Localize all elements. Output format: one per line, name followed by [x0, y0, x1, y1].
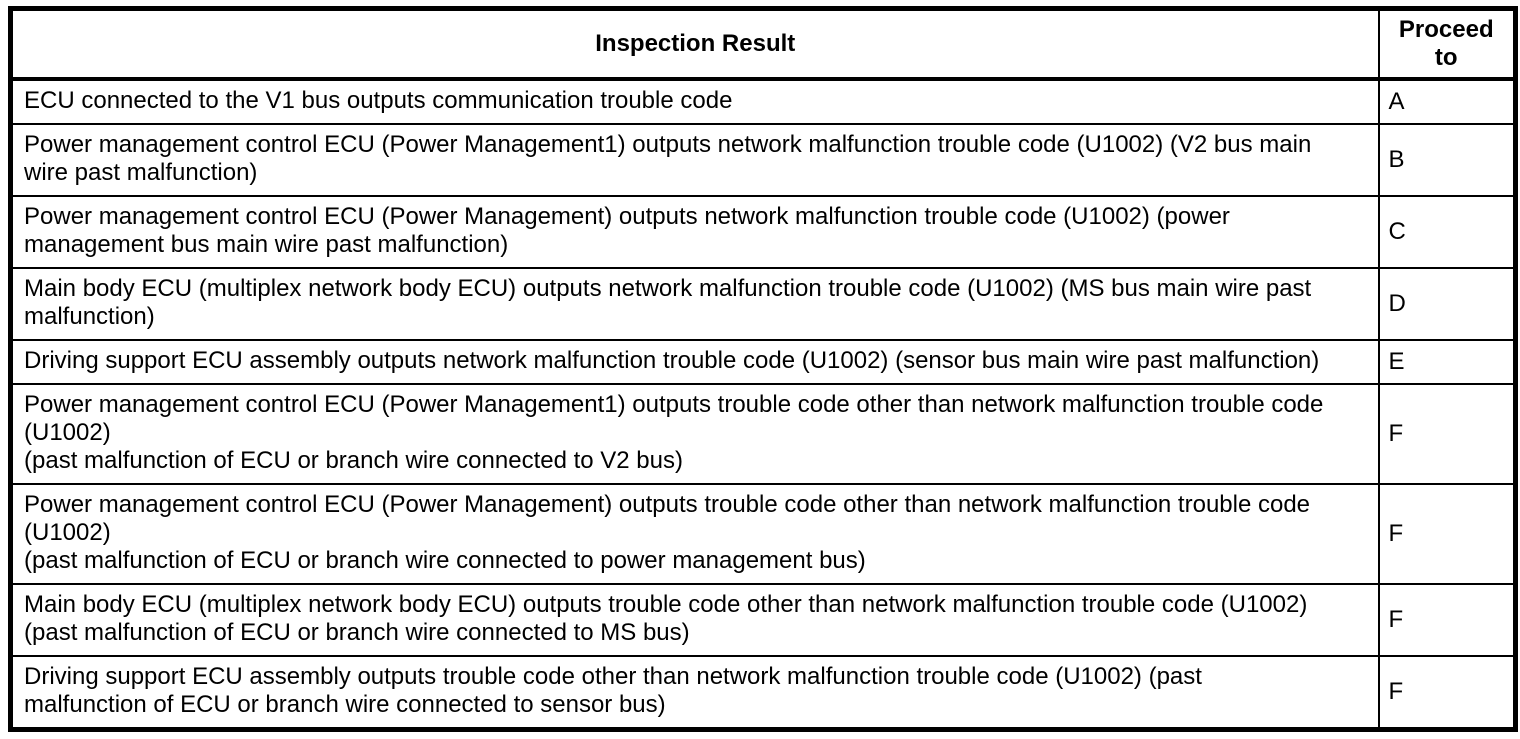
table-row: Power management control ECU (Power Mana…: [9, 123, 1517, 197]
inspection-result-cell: ECU connected to the V1 bus outputs comm…: [9, 78, 1380, 125]
proceed-to-cell: C: [1377, 195, 1517, 269]
inspection-result-cell: Power management control ECU (Power Mana…: [9, 123, 1380, 197]
proceed-to-cell: E: [1377, 339, 1517, 385]
proceed-to-cell: A: [1377, 78, 1517, 125]
inspection-result-cell: Main body ECU (multiplex network body EC…: [9, 583, 1380, 657]
inspection-result-cell: Power management control ECU (Power Mana…: [9, 483, 1380, 585]
inspection-result-cell: Driving support ECU assembly outputs tro…: [9, 655, 1380, 731]
proceed-to-cell: B: [1377, 123, 1517, 197]
table-row: Main body ECU (multiplex network body EC…: [9, 583, 1517, 657]
table-row: Driving support ECU assembly outputs net…: [9, 339, 1517, 385]
proceed-to-cell: F: [1377, 483, 1517, 585]
inspection-result-table: Inspection Result Proceed to ECU connect…: [8, 6, 1518, 732]
header-row: Inspection Result Proceed to: [9, 7, 1517, 81]
table-row: Power management control ECU (Power Mana…: [9, 195, 1517, 269]
table-row: Power management control ECU (Power Mana…: [9, 383, 1517, 485]
col-header-inspection-result: Inspection Result: [9, 7, 1380, 81]
table-row: Main body ECU (multiplex network body EC…: [9, 267, 1517, 341]
table-body: ECU connected to the V1 bus outputs comm…: [9, 78, 1517, 731]
proceed-to-cell: F: [1377, 583, 1517, 657]
inspection-result-cell: Power management control ECU (Power Mana…: [9, 383, 1380, 485]
table-header: Inspection Result Proceed to: [9, 7, 1517, 81]
table-row: ECU connected to the V1 bus outputs comm…: [9, 78, 1517, 125]
table-row: Driving support ECU assembly outputs tro…: [9, 655, 1517, 731]
proceed-to-cell: F: [1377, 655, 1517, 731]
col-header-proceed-to: Proceed to: [1377, 7, 1517, 81]
proceed-to-cell: F: [1377, 383, 1517, 485]
inspection-result-cell: Power management control ECU (Power Mana…: [9, 195, 1380, 269]
proceed-to-cell: D: [1377, 267, 1517, 341]
inspection-result-cell: Driving support ECU assembly outputs net…: [9, 339, 1380, 385]
inspection-result-cell: Main body ECU (multiplex network body EC…: [9, 267, 1380, 341]
table-row: Power management control ECU (Power Mana…: [9, 483, 1517, 585]
